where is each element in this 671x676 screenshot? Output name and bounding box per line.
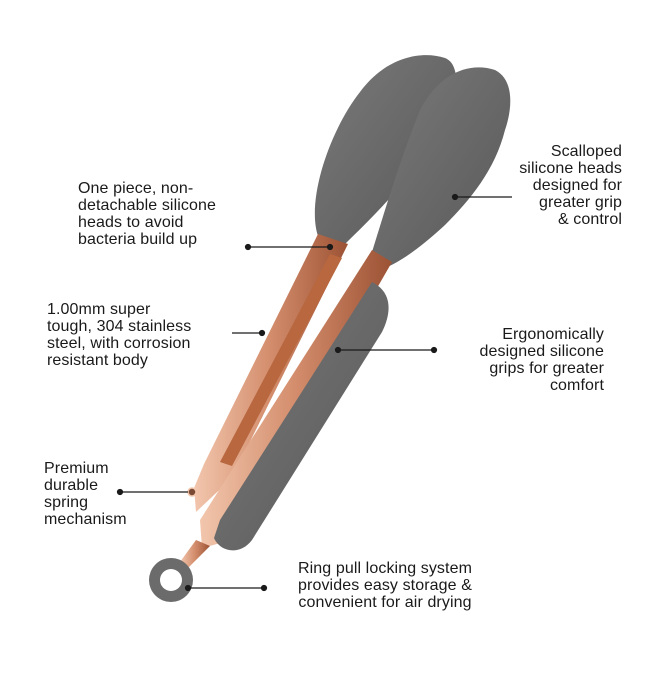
callout-scalloped-heads: Scalloped silicone heads designed for gr… xyxy=(519,143,622,228)
right-steel-arm xyxy=(200,250,392,548)
ring-stem xyxy=(180,540,210,568)
callout-ring-pull: Ring pull locking system provides easy s… xyxy=(297,560,473,611)
left-silicone-head xyxy=(314,55,457,244)
callout-one-piece-heads: One piece, non- detachable silicone head… xyxy=(78,180,216,248)
right-silicone-head xyxy=(372,67,511,268)
callout-ergonomic-grips: Ergonomically designed silicone grips fo… xyxy=(479,326,604,394)
ergonomic-grip xyxy=(214,282,389,551)
spring-pivot xyxy=(187,487,197,497)
callout-spring-mechanism: Premium durable spring mechanism xyxy=(44,460,127,528)
callout-stainless-steel: 1.00mm super tough, 304 stainless steel,… xyxy=(47,301,192,369)
inner-channel xyxy=(220,254,342,466)
